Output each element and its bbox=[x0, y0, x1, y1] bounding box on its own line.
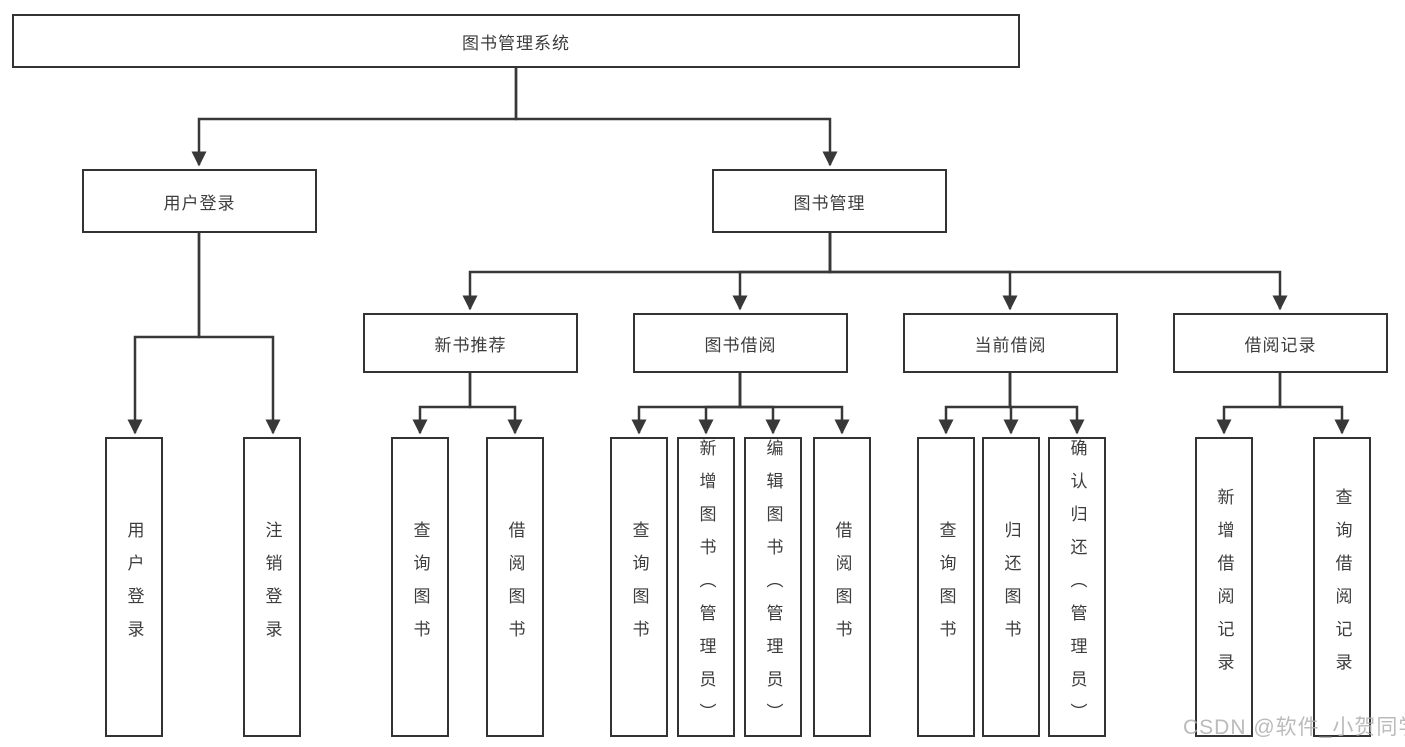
node-leaf-add-record: 新增借阅记录 bbox=[1195, 437, 1253, 737]
node-label-new-book-rec: 新书推荐 bbox=[434, 335, 507, 355]
connector-root--user-login bbox=[191, 68, 518, 167]
node-label-leaf-query-record: 查询借阅记录 bbox=[1332, 488, 1352, 686]
connector-book-borrow--leaf-query-books-2 bbox=[631, 373, 742, 435]
node-root: 图书管理系统 bbox=[12, 14, 1020, 68]
node-leaf-user-login: 用户登录 bbox=[105, 437, 163, 737]
node-leaf-confirm-return: 确认归还（管理员） bbox=[1048, 437, 1106, 737]
connector-book-borrow--leaf-borrow-books-2 bbox=[738, 373, 850, 435]
connector-borrow-records--leaf-query-record bbox=[1278, 373, 1350, 435]
node-label-leaf-query-books-2: 查询图书 bbox=[629, 521, 649, 653]
connector-user-login--leaf-user-login bbox=[127, 233, 201, 435]
node-label-leaf-add-record: 新增借阅记录 bbox=[1214, 488, 1234, 686]
connector-current-borrow--leaf-query-books-3 bbox=[938, 373, 1012, 435]
node-label-leaf-logout: 注销登录 bbox=[262, 521, 282, 653]
node-leaf-add-book: 新增图书（管理员） bbox=[677, 437, 735, 737]
node-label-book-mgmt: 图书管理 bbox=[793, 193, 866, 213]
node-label-leaf-query-books-1: 查询图书 bbox=[410, 521, 430, 653]
node-leaf-query-books-2: 查询图书 bbox=[610, 437, 668, 737]
node-leaf-return-book: 归还图书 bbox=[982, 437, 1040, 737]
node-leaf-query-record: 查询借阅记录 bbox=[1313, 437, 1371, 737]
node-label-leaf-confirm-return: 确认归还（管理员） bbox=[1067, 439, 1087, 736]
connector-user-login--leaf-logout bbox=[197, 233, 281, 435]
connector-root--book-mgmt bbox=[514, 68, 838, 167]
connector-borrow-records--leaf-add-record bbox=[1216, 373, 1282, 435]
node-label-borrow-records: 借阅记录 bbox=[1244, 335, 1317, 355]
node-current-borrow: 当前借阅 bbox=[903, 313, 1118, 373]
connector-new-book-rec--leaf-borrow-books-1 bbox=[468, 373, 523, 435]
node-leaf-logout: 注销登录 bbox=[243, 437, 301, 737]
connector-book-borrow--leaf-add-book bbox=[698, 373, 742, 435]
node-label-user-login: 用户登录 bbox=[163, 193, 236, 213]
node-label-leaf-add-book: 新增图书（管理员） bbox=[696, 439, 716, 736]
node-leaf-edit-book: 编辑图书（管理员） bbox=[744, 437, 802, 737]
node-leaf-query-books-3: 查询图书 bbox=[917, 437, 975, 737]
node-user-login: 用户登录 bbox=[82, 169, 317, 233]
node-label-leaf-return-book: 归还图书 bbox=[1001, 521, 1021, 653]
node-label-leaf-edit-book: 编辑图书（管理员） bbox=[763, 439, 783, 736]
node-label-leaf-borrow-books-2: 借阅图书 bbox=[832, 521, 852, 653]
connector-current-borrow--leaf-confirm-return bbox=[1008, 373, 1085, 435]
node-label-leaf-user-login: 用户登录 bbox=[124, 521, 144, 653]
node-label-leaf-borrow-books-1: 借阅图书 bbox=[505, 521, 525, 653]
node-label-leaf-query-books-3: 查询图书 bbox=[936, 521, 956, 653]
connector-book-borrow--leaf-edit-book bbox=[738, 373, 781, 435]
connector-book-mgmt--book-borrow bbox=[732, 233, 832, 311]
node-label-book-borrow: 图书借阅 bbox=[704, 335, 777, 355]
node-new-book-rec: 新书推荐 bbox=[363, 313, 578, 373]
node-leaf-borrow-books-2: 借阅图书 bbox=[813, 437, 871, 737]
connector-book-mgmt--borrow-records bbox=[828, 233, 1288, 311]
connector-new-book-rec--leaf-query-books-1 bbox=[412, 373, 472, 435]
node-leaf-query-books-1: 查询图书 bbox=[391, 437, 449, 737]
node-book-mgmt: 图书管理 bbox=[712, 169, 947, 233]
node-book-borrow: 图书借阅 bbox=[633, 313, 848, 373]
node-label-current-borrow: 当前借阅 bbox=[974, 335, 1047, 355]
node-label-root: 图书管理系统 bbox=[462, 33, 570, 53]
node-leaf-borrow-books-1: 借阅图书 bbox=[486, 437, 544, 737]
node-borrow-records: 借阅记录 bbox=[1173, 313, 1388, 373]
